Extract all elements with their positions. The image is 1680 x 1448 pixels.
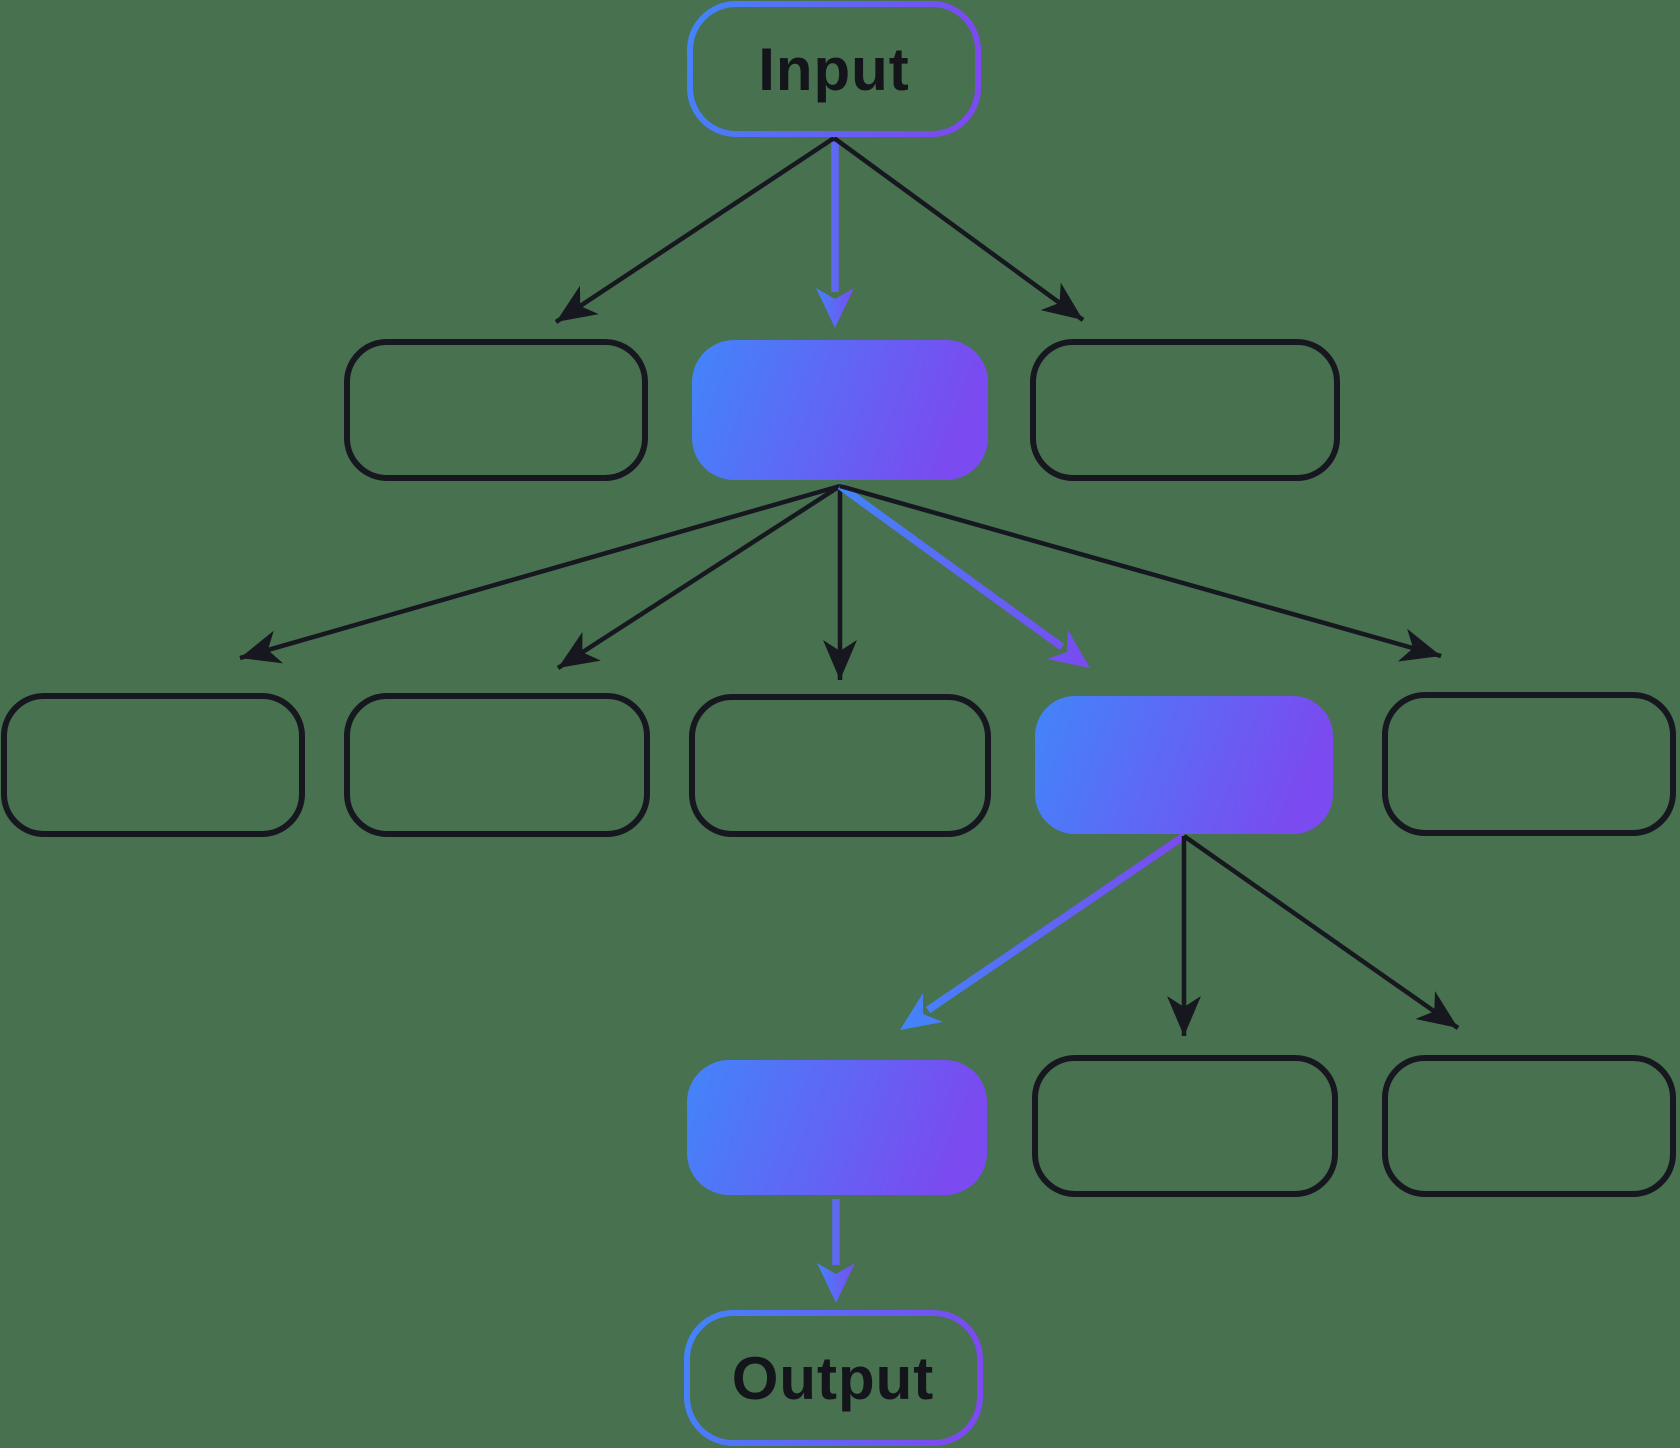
node-branch-2-2 [344,693,650,837]
node-branch-1-left [344,339,648,481]
node-input: Input [687,1,981,137]
node-branch-3-1 [687,1060,987,1195]
edge-input-branch-1-center [816,142,854,328]
node-branch-2-1 [1,693,305,837]
edge-branch-1-center-branch-2-2 [556,484,842,670]
edge-branch-2-4-branch-3-1 [900,832,1187,1030]
node-output: Output [684,1310,983,1446]
node-branch-1-right [1030,339,1340,481]
edge-branch-1-center-branch-2-1 [239,483,841,664]
edge-input-branch-1-left [554,136,836,324]
edge-branch-2-4-branch-3-3 [1182,834,1460,1030]
node-branch-3-2 [1032,1055,1338,1197]
node-branch-2-5 [1382,692,1676,836]
node-branch-3-3 [1382,1055,1676,1197]
node-branch-2-4 [1035,696,1333,834]
edge-branch-1-center-branch-2-4 [837,482,1090,668]
input-node-label: Input [758,36,910,103]
node-branch-2-3 [689,694,991,837]
edge-branch-3-1-output [817,1199,855,1303]
edge-input-branch-1-right [832,136,1085,322]
edge-branch-1-center-branch-2-5 [839,483,1442,662]
output-node-label: Output [732,1345,935,1412]
node-branch-1-center [692,340,988,480]
